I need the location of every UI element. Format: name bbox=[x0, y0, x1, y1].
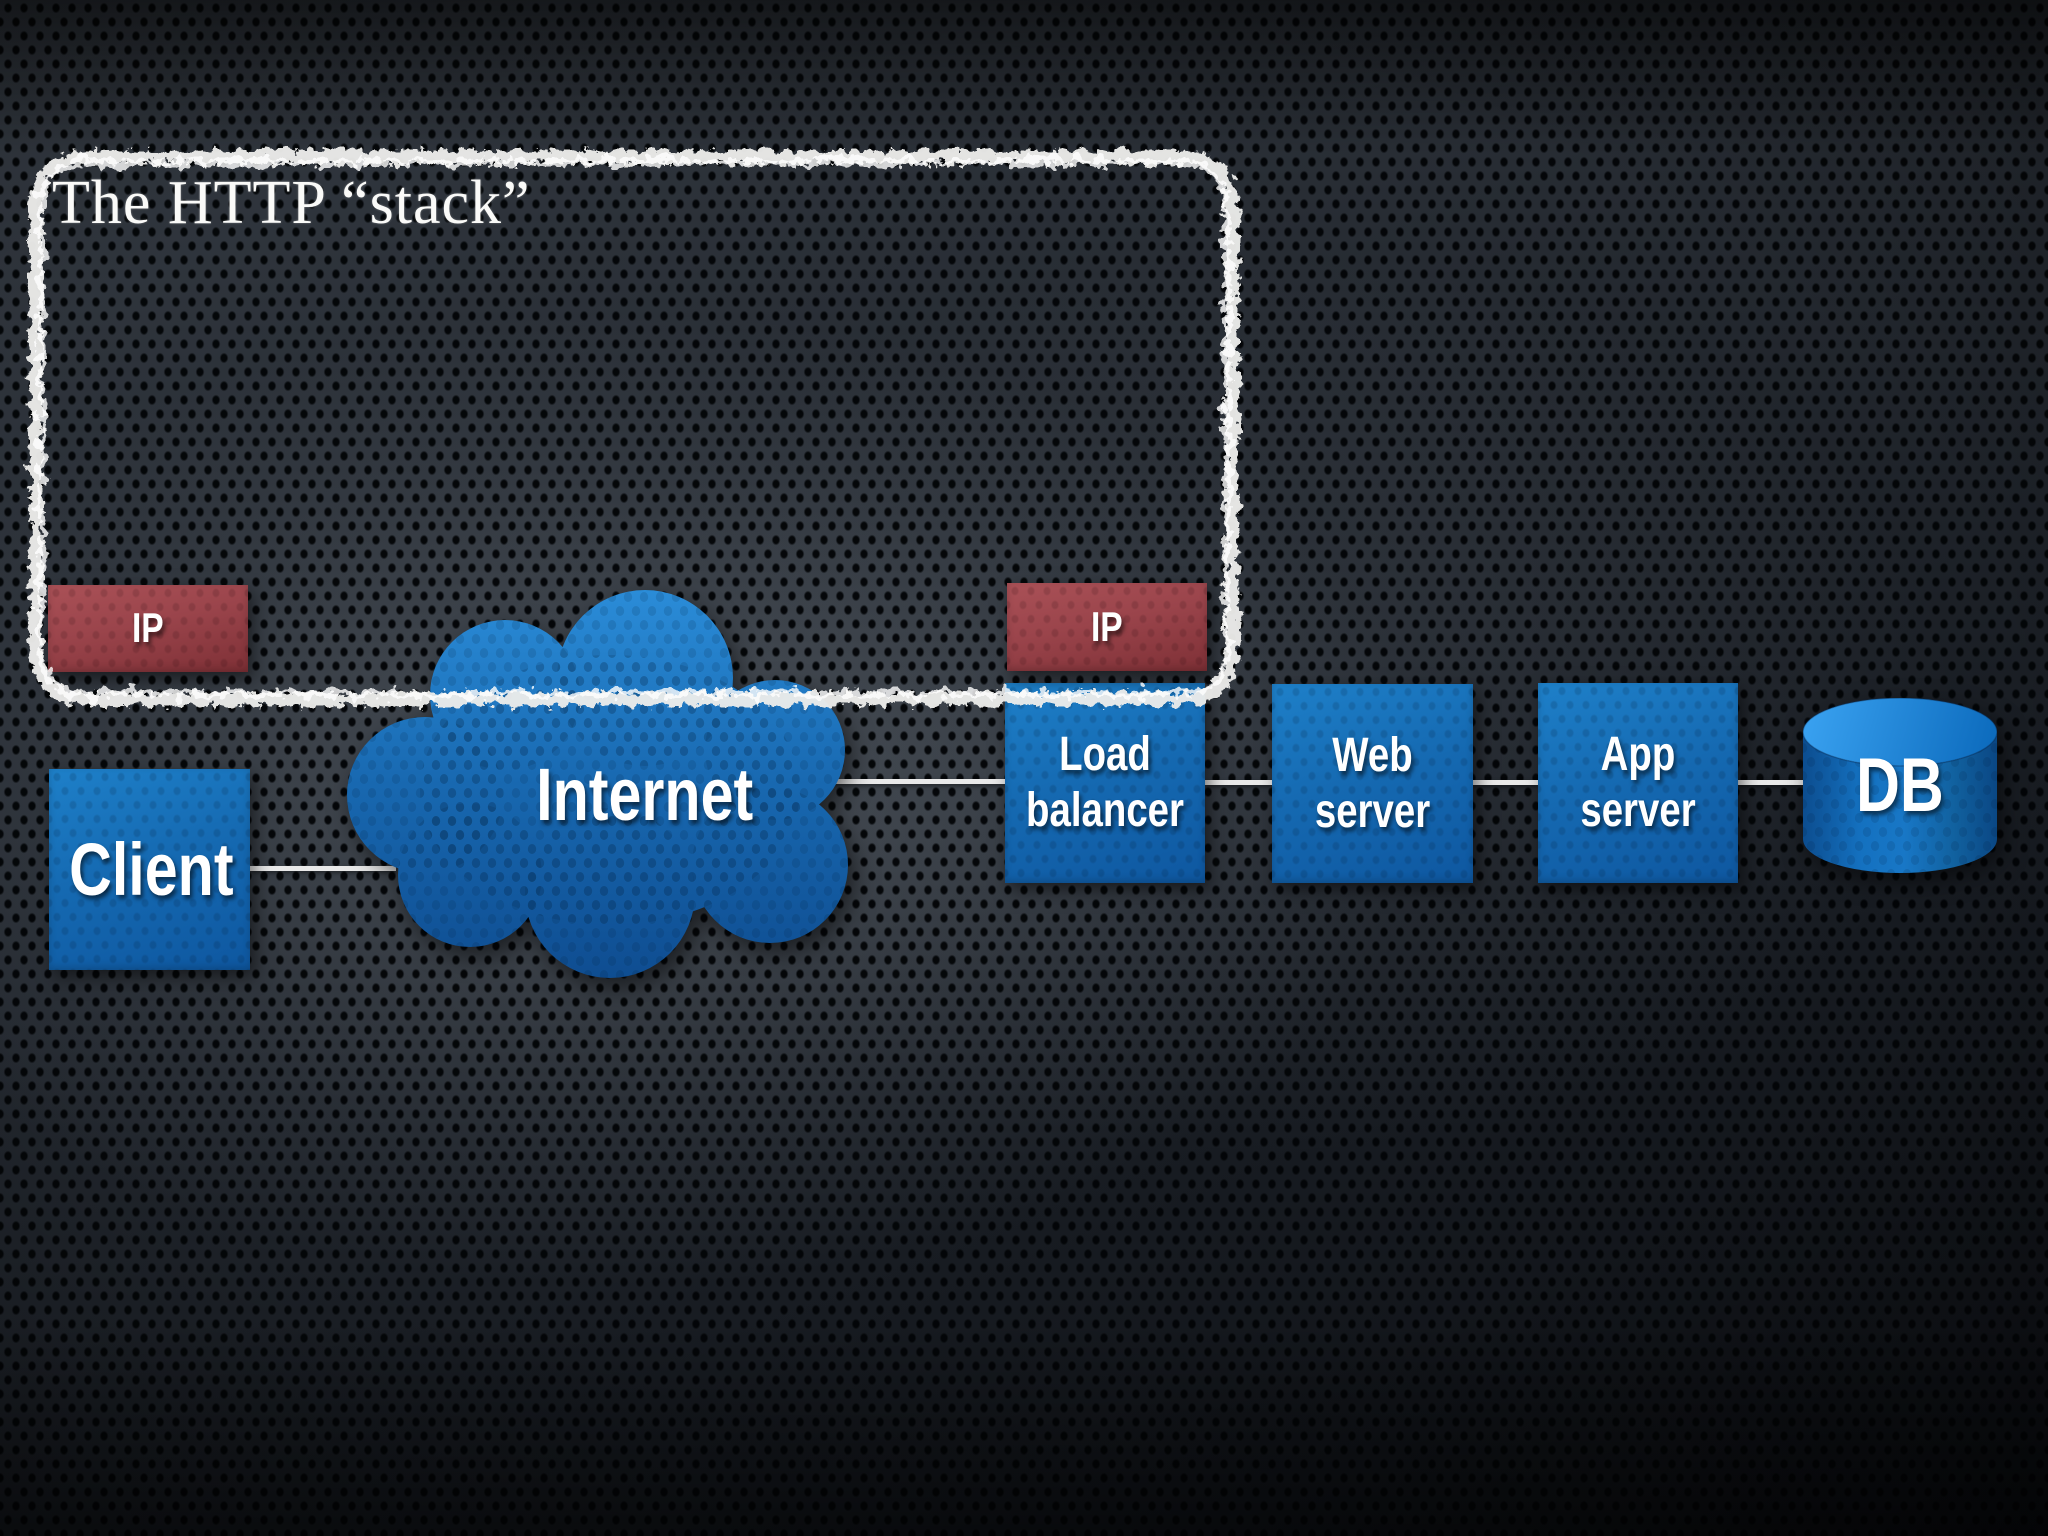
node-app-server-label: App server bbox=[1580, 728, 1696, 837]
node-client-label: Client bbox=[69, 827, 234, 911]
page-title: The HTTP “stack” bbox=[52, 169, 531, 237]
node-load-balancer: Load balancer bbox=[1005, 683, 1205, 883]
ip-badge-label: IP bbox=[132, 604, 164, 652]
node-app-server: App server bbox=[1538, 683, 1738, 883]
node-internet-label: Internet bbox=[536, 753, 754, 836]
node-web-server-label: Web server bbox=[1314, 728, 1431, 838]
node-client: Client bbox=[49, 769, 250, 970]
node-db-label: DB bbox=[1856, 743, 1944, 828]
ip-badge-server-side: IP bbox=[1007, 583, 1207, 671]
node-internet: Internet bbox=[450, 752, 840, 838]
connector-webserver-appserver bbox=[1472, 780, 1539, 785]
ip-badge-label: IP bbox=[1091, 602, 1123, 650]
node-load-balancer-label: Load balancer bbox=[1026, 728, 1184, 837]
node-db: DB bbox=[1803, 742, 1997, 830]
connector-appserver-db bbox=[1737, 780, 1805, 785]
ip-badge-client-side: IP bbox=[48, 585, 248, 672]
node-web-server: Web server bbox=[1272, 684, 1473, 883]
connector-loadbalancer-webserver bbox=[1205, 780, 1273, 785]
